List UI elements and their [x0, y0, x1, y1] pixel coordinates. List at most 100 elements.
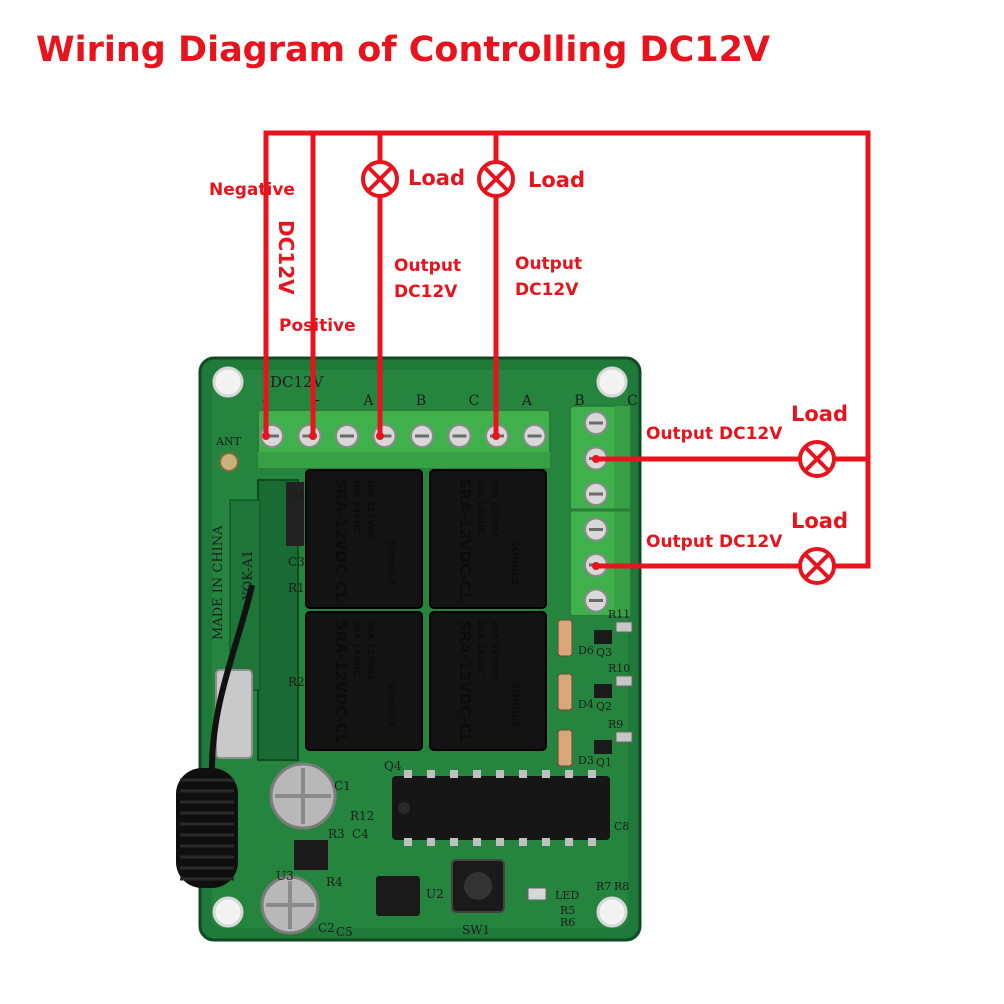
relay-rating-label: 20A 14VDC — [475, 478, 485, 535]
label-r3: R3 — [328, 827, 345, 841]
ic-pin — [565, 838, 573, 846]
ic-pin — [588, 770, 596, 778]
lamp-load-4 — [798, 547, 836, 585]
relay-rating-label: 20A 125VAC — [489, 620, 499, 682]
label-u3: U3 — [276, 869, 294, 883]
relay-model-label: SRA-12VDC-CL — [332, 620, 350, 744]
ic-chip-u2: U2 — [376, 876, 444, 916]
ic-pin — [427, 838, 435, 846]
label-r12: R12 — [350, 809, 374, 823]
contact-positive — [309, 432, 317, 440]
label-q4: Q4 — [384, 759, 402, 773]
label-r8: R8 — [614, 880, 629, 893]
antenna-pad — [219, 452, 239, 472]
label-r9: R9 — [608, 718, 623, 731]
contact-negative — [262, 432, 270, 440]
label-load-4: Load — [791, 509, 849, 533]
relay-rating-label: 20A 125VAC — [489, 478, 499, 540]
terminal-screw — [584, 588, 608, 613]
relay-rating-label: 20A 14VDC — [351, 620, 361, 677]
label-led: LED — [555, 889, 579, 902]
label-q1: Q1 — [596, 756, 612, 769]
relay-rating-label: 20A 14VDC — [351, 478, 361, 535]
relay-model-label: SRA-12VDC-CL — [456, 620, 474, 744]
label-c2: C2 — [318, 921, 335, 935]
ic-pin — [427, 770, 435, 778]
label-c1: C1 — [334, 779, 351, 793]
component-d1 — [286, 482, 304, 546]
antenna-label: ANT — [215, 435, 242, 448]
terminal-screw — [584, 411, 608, 435]
ic-pin — [496, 838, 504, 846]
label-output-2: Output DC12V — [515, 254, 583, 300]
relay-brand-label: SONGLE — [385, 540, 396, 586]
relay-brand-label: SONGLE — [509, 540, 520, 586]
ic-pin — [542, 838, 550, 846]
ic-pin — [404, 770, 412, 778]
label-positive: Positive — [279, 316, 356, 336]
antenna-coil — [176, 584, 255, 888]
label-negative: Negative — [209, 180, 295, 200]
label-r11: R11 — [608, 608, 630, 621]
ic-pin — [519, 838, 527, 846]
label-output-3: Output DC12V — [646, 424, 783, 444]
wiring — [263, 130, 871, 569]
ic-pin — [404, 838, 412, 846]
label-r4: R4 — [326, 875, 343, 889]
right-terminal-block — [569, 405, 631, 617]
mounting-hole — [596, 366, 628, 398]
label-q3: Q3 — [596, 646, 612, 659]
label-q2: Q2 — [596, 700, 612, 713]
relay-rating-label: 20A 125VAC — [365, 478, 375, 540]
label-d3: D3 — [578, 754, 594, 767]
label-load-1: Load — [408, 166, 466, 190]
silk-terminal-letters: - + A B C A B C — [262, 393, 657, 409]
ic-pin — [588, 838, 596, 846]
ic-chip: Q4 — [384, 759, 610, 846]
lamp-load-3 — [798, 440, 836, 478]
terminal-screw — [584, 517, 608, 542]
mounting-hole — [212, 366, 244, 398]
top-terminal-block — [257, 409, 551, 469]
push-button-sw1[interactable]: SW1 — [451, 859, 505, 937]
label-c5: C5 — [336, 925, 353, 939]
label-d1: D1 — [289, 490, 305, 503]
relay-brand-label: SONGLE — [385, 682, 396, 728]
relay-rating-label: 20A 125VAC — [365, 620, 375, 682]
electrolytic-capacitor-c1: C1 — [269, 762, 351, 830]
silk-dc12v: DC12V — [270, 373, 325, 391]
electrolytic-capacitor-c2: C2 — [260, 875, 335, 935]
ic-pin — [450, 838, 458, 846]
label-r10: R10 — [608, 662, 630, 675]
label-r5: R5 — [560, 904, 575, 917]
label-d4: D4 — [578, 698, 594, 711]
label-u2: U2 — [426, 887, 444, 901]
mounting-hole — [596, 896, 628, 928]
ic-pin — [450, 770, 458, 778]
contact-output2 — [492, 432, 500, 440]
label-r1: R1 — [288, 581, 305, 595]
page-title: Wiring Diagram of Controlling DC12V — [36, 30, 771, 70]
label-dc12v-vertical: DC12V — [274, 220, 298, 295]
terminal-screw — [335, 424, 359, 448]
label-c4: C4 — [352, 827, 369, 841]
contact-output3 — [592, 455, 600, 463]
relay-model-label: SRA-12VDC-CL — [332, 478, 350, 602]
lamp-load-2 — [477, 160, 515, 198]
label-output-4: Output DC12V — [646, 532, 783, 552]
ic-pin — [473, 838, 481, 846]
terminal-screw — [584, 482, 608, 506]
led-indicator: LED — [527, 887, 579, 902]
label-c3: C3 — [288, 555, 305, 569]
terminal-screw — [410, 424, 434, 448]
regulator-u3: U3 — [276, 840, 328, 883]
silk-made-in-china: MADE IN CHINA — [211, 525, 226, 640]
relay-brand-label: SONGLE — [509, 682, 520, 728]
